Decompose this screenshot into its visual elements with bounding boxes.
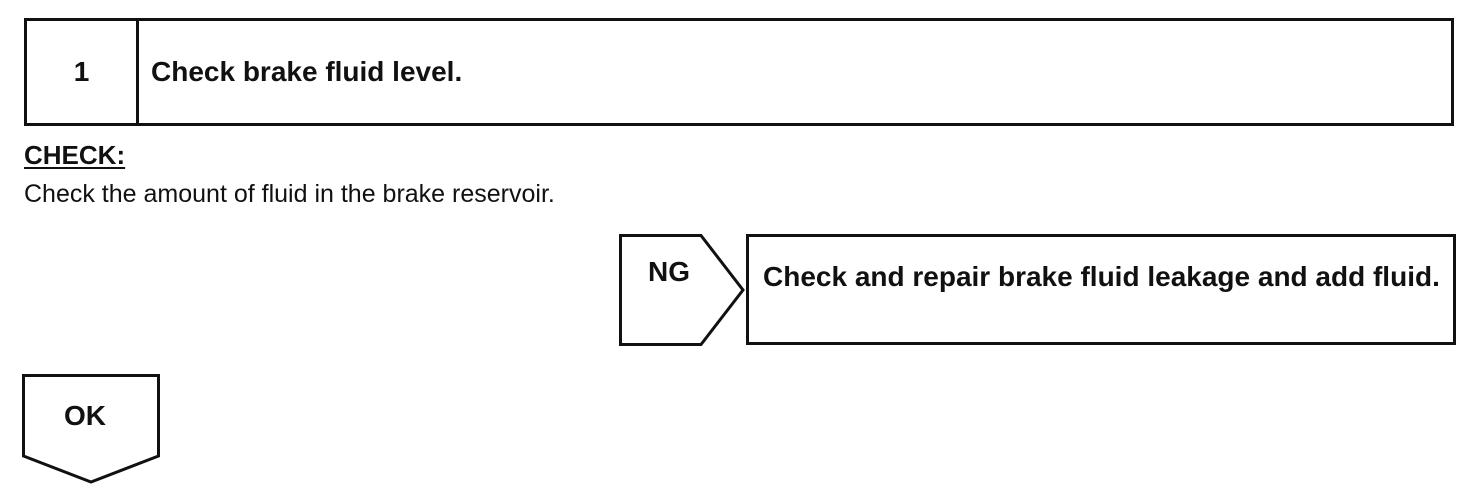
ok-label: OK <box>64 400 106 431</box>
ng-label: NG <box>648 256 690 287</box>
ng-result-box: Check and repair brake fluid leakage and… <box>746 234 1456 345</box>
check-instruction: Check the amount of fluid in the brake r… <box>24 180 555 208</box>
check-heading: CHECK: <box>24 140 126 170</box>
ng-arrow-shape <box>619 234 745 346</box>
step-number: 1 <box>27 21 139 123</box>
step-header-box: 1 Check brake fluid level. <box>24 18 1454 126</box>
step-title: Check brake fluid level. <box>151 56 463 87</box>
ok-down-arrow-shape <box>22 374 160 484</box>
